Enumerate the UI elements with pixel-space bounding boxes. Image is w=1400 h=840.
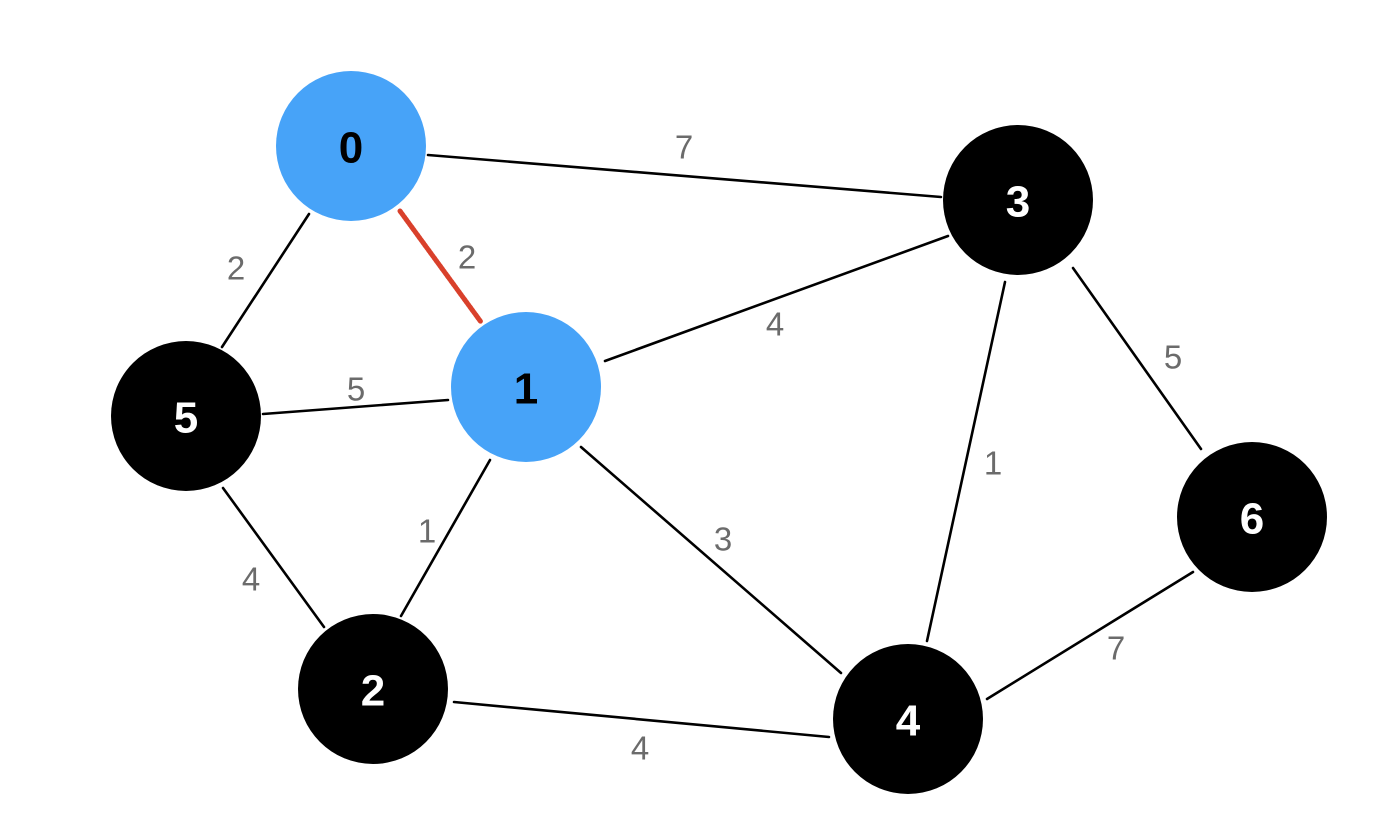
- edge-0-3: [426, 153, 943, 199]
- edge-weight-1-4: 3: [714, 521, 732, 558]
- edge-3-6: [1071, 266, 1203, 451]
- node-0-circle: [276, 71, 426, 221]
- edge-weight-1-2: 1: [418, 513, 436, 550]
- edges-layer: [220, 153, 1203, 739]
- node-5-label: 5: [174, 394, 198, 443]
- edge-1-5: [261, 398, 450, 416]
- edge-0-5: [220, 212, 311, 349]
- node-5: 5: [111, 341, 261, 491]
- edge-weight-4-6: 7: [1107, 630, 1125, 667]
- node-3-circle: [943, 125, 1093, 275]
- edge-2-4: [452, 700, 831, 739]
- node-2: 2: [298, 614, 448, 764]
- node-0: 0: [276, 71, 426, 221]
- nodes-layer: 0 1 2 3 4 5 6: [111, 71, 1327, 794]
- node-3-label: 3: [1006, 178, 1030, 227]
- edge-weight-0-5: 2: [227, 250, 245, 287]
- node-3: 3: [943, 125, 1093, 275]
- node-1-circle: [451, 312, 601, 462]
- edge-weight-1-5: 5: [347, 371, 365, 408]
- node-5-circle: [111, 341, 261, 491]
- edge-weight-3-4: 1: [984, 445, 1002, 482]
- node-6: 6: [1177, 442, 1327, 592]
- node-6-label: 6: [1240, 495, 1264, 544]
- edge-0-1-highlighted: [397, 208, 484, 325]
- node-2-label: 2: [361, 667, 385, 716]
- node-0-label: 0: [339, 124, 363, 173]
- edge-weight-0-1: 2: [458, 239, 476, 276]
- node-4-circle: [833, 644, 983, 794]
- edge-3-4: [925, 280, 1007, 643]
- edge-5-2: [221, 486, 326, 629]
- edge-1-2: [399, 458, 492, 618]
- node-1: 1: [451, 312, 601, 462]
- edge-1-4: [579, 445, 843, 675]
- node-6-circle: [1177, 442, 1327, 592]
- node-4: 4: [833, 644, 983, 794]
- edge-weights-layer: 7 2 2 4 5 1 3 1 5 4 4 7: [227, 129, 1182, 767]
- node-4-label: 4: [896, 697, 921, 746]
- edge-weight-2-4: 4: [631, 730, 649, 767]
- node-2-circle: [298, 614, 448, 764]
- edge-weight-3-6: 5: [1164, 339, 1182, 376]
- node-1-label: 1: [514, 365, 538, 414]
- edge-1-3: [603, 234, 950, 363]
- edge-4-6: [985, 570, 1195, 701]
- edge-weight-1-3: 4: [766, 306, 784, 343]
- edge-weight-5-2: 4: [242, 561, 260, 598]
- edge-weight-0-3: 7: [675, 129, 693, 166]
